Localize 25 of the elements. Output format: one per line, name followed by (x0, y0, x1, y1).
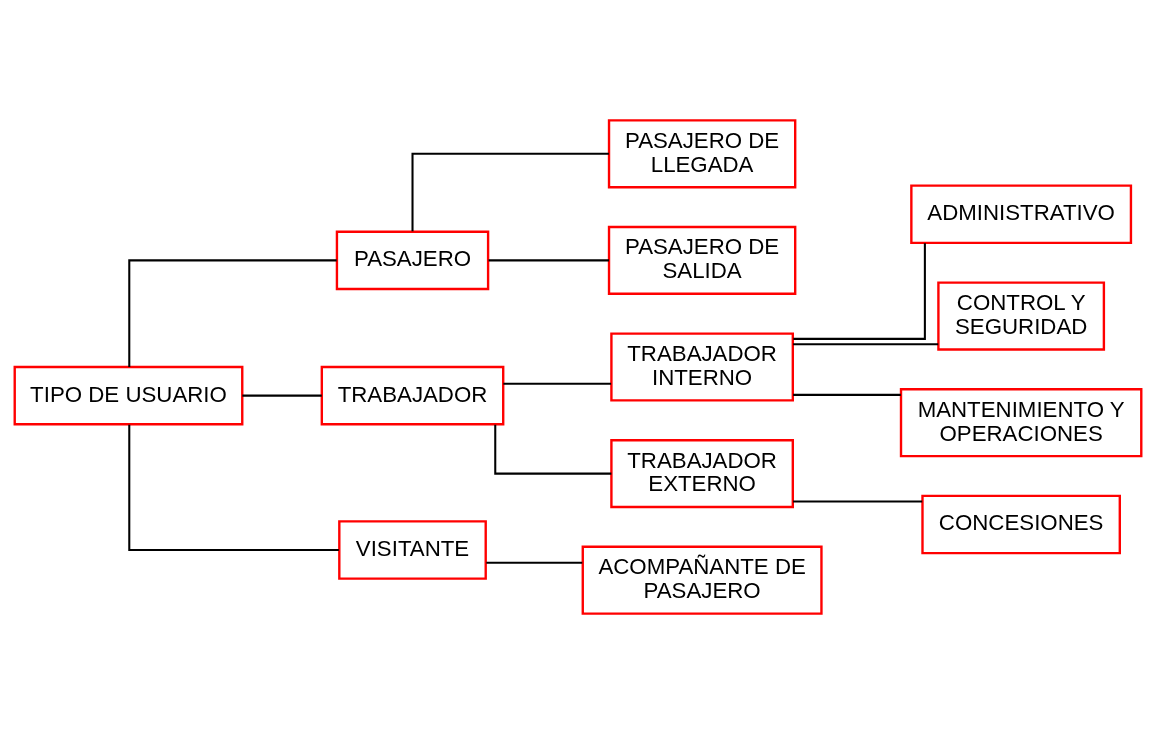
connector (793, 393, 901, 396)
node-box: VISITANTE (338, 520, 487, 580)
node-box: TRABAJADOR INTERNO (610, 332, 794, 402)
connector (793, 500, 923, 503)
node-box: PASAJERO DE LLEGADA (607, 119, 797, 189)
connector (486, 561, 583, 564)
connector (242, 394, 322, 397)
connector (793, 243, 926, 340)
connector (503, 382, 612, 385)
node-box: CONCESIONES (921, 494, 1121, 555)
node-box: PASAJERO (335, 230, 490, 291)
connector (488, 259, 609, 262)
connector (793, 343, 939, 346)
connector (128, 259, 337, 367)
node-box: TRABAJADOR EXTERNO (610, 439, 794, 509)
node-box: TRABAJADOR (320, 365, 505, 426)
node-box: ADMINISTRATIVO (910, 184, 1133, 245)
connector (128, 424, 339, 552)
connector (411, 152, 609, 232)
node-box: PASAJERO DE SALIDA (607, 225, 797, 295)
connector (494, 424, 612, 475)
node-box: ACOMPAÑANTE DE PASAJERO (581, 545, 823, 615)
node-box: MANTENIMIENTO Y OPERACIONES (899, 388, 1143, 458)
node-box: TIPO DE USUARIO (13, 365, 244, 426)
node-box: CONTROL Y SEGURIDAD (937, 281, 1106, 351)
